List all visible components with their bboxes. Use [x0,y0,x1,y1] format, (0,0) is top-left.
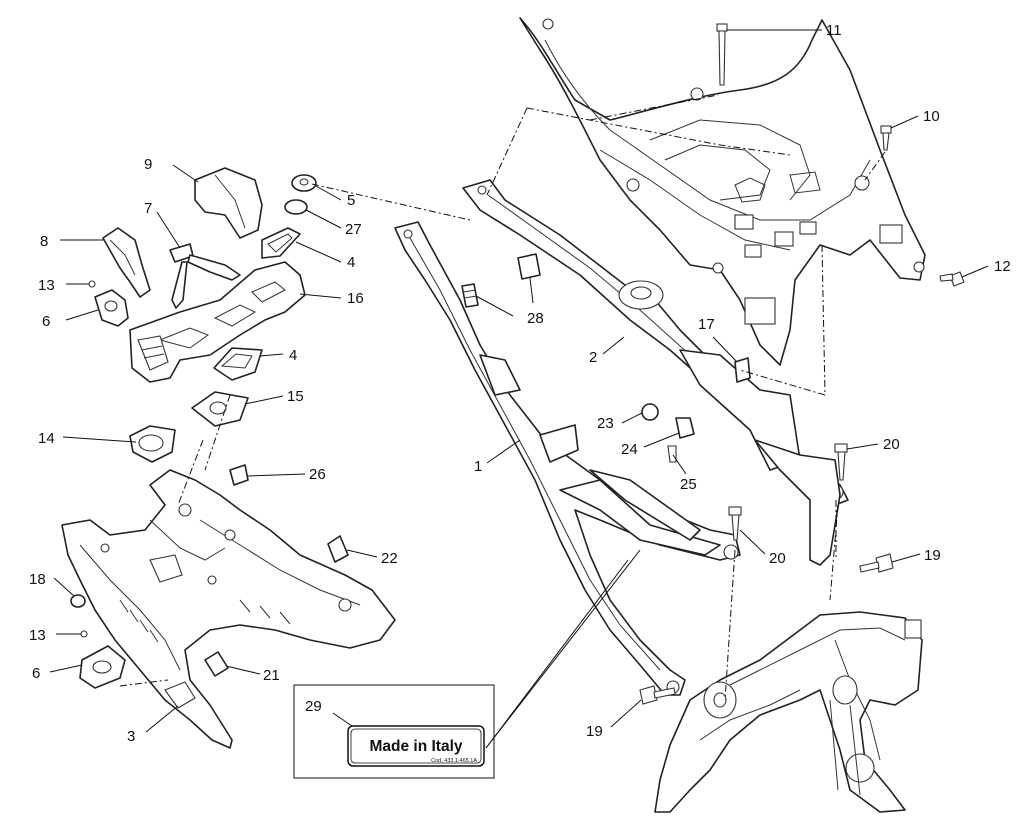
callout-10: 10 [923,108,940,125]
washer-27 [284,199,308,215]
callout-23: 23 [597,415,614,432]
callout-18: 18 [29,571,46,588]
label-plate-code: Cod. 433.1.465.1A [431,758,477,764]
callout-20-lower: 20 [769,550,786,567]
lower-subframe-tube [394,221,741,696]
callout-22: 22 [381,550,398,567]
screw-25 [667,445,677,463]
screw-20-lower [728,506,742,541]
callout-21: 21 [263,667,280,684]
clip-17 [734,357,751,383]
bracket-8 [102,227,151,298]
callout-29: 29 [305,698,322,715]
pad-14 [129,425,176,463]
cap-23 [641,403,659,421]
support-16 [129,261,306,383]
callout-19-left: 19 [586,723,603,740]
screw-13-top [88,280,96,288]
clip-22 [327,535,349,563]
callout-24: 24 [621,441,638,458]
label-plate-text: Made in Italy [369,738,462,755]
callout-numbers: 1 2 3 4 4 5 6 6 7 8 9 10 11 12 13 13 14 … [29,22,1011,745]
grommet-4-bottom [213,347,263,381]
callout-13-top: 13 [38,277,55,294]
rubber-28 [461,253,541,308]
main-frame [654,611,923,813]
callout-9: 9 [144,156,152,173]
bracket-24 [675,417,695,439]
grommet-4-top [261,227,301,259]
assembly-lines [119,94,886,701]
callout-14: 14 [38,430,55,447]
strap-7 [169,243,241,309]
callout-28: 28 [527,310,544,327]
washer-5 [291,174,317,192]
callout-7: 7 [144,200,152,217]
callout-13-bottom: 13 [29,627,46,644]
callout-19-right: 19 [924,547,941,564]
callout-25: 25 [680,476,697,493]
callout-4-bottom: 4 [289,347,297,364]
pad-15 [191,391,249,427]
screw-19-left [639,685,676,705]
clip-21 [204,651,229,677]
callout-11: 11 [826,22,842,39]
label-plate-29: Made in Italy Cod. 433.1.465.1A [293,684,495,779]
screw-20-upper [834,443,848,481]
screw-19-right [859,553,894,573]
label-plate-frame [293,684,495,779]
cap-18 [70,594,86,608]
callout-26: 26 [309,466,326,483]
callout-1: 1 [474,458,482,475]
label-plate-sticker [347,725,485,767]
callout-20-upper: 20 [883,436,900,453]
rear-fender-3 [61,469,396,749]
callout-5: 5 [347,192,355,209]
screw-13-bottom [80,630,88,638]
callout-2: 2 [589,349,597,366]
damper-6-bottom [79,645,126,689]
upper-subframe-tube [462,179,849,566]
callout-17: 17 [698,316,715,333]
callout-6-top: 6 [42,313,50,330]
callout-8: 8 [40,233,48,250]
cover-9 [194,167,263,239]
leader-lines [49,29,989,749]
callout-27: 27 [345,221,362,238]
callout-15: 15 [287,388,304,405]
screw-10 [880,125,892,151]
callout-4-top: 4 [347,254,355,271]
screw-12 [939,271,965,287]
callout-6-bottom: 6 [32,665,40,682]
callout-3: 3 [127,728,135,745]
screw-11 [716,23,728,86]
callout-12: 12 [994,258,1011,275]
clip-26 [229,464,249,486]
damper-6-top [94,289,129,327]
callout-16: 16 [347,290,364,307]
